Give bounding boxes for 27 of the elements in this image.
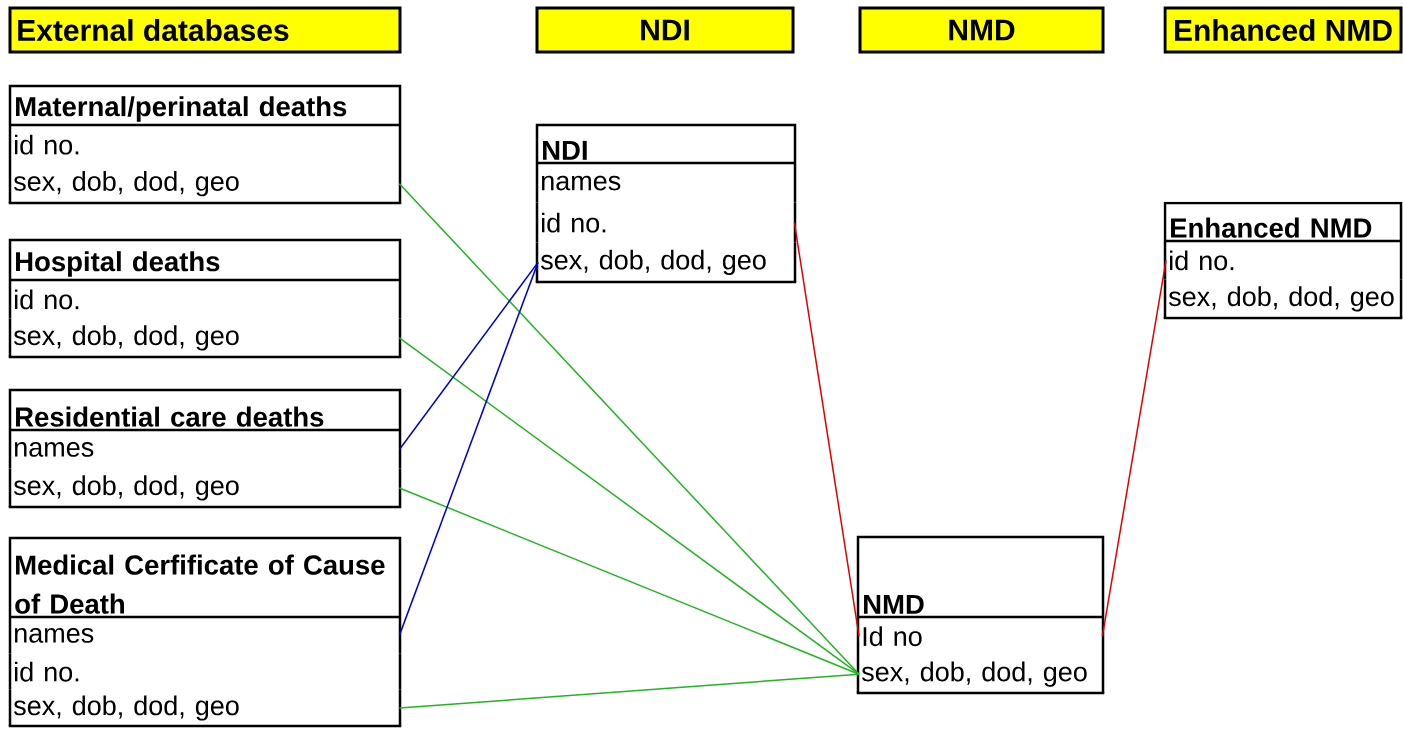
table-row: sex, dob, dod, geo [8, 689, 402, 726]
table-row: sex, dob, dod, geo [1163, 279, 1403, 318]
connector-line [398, 337, 860, 675]
table-row: id no. [8, 653, 402, 690]
connector-line [398, 261, 539, 451]
table-row: names [8, 617, 402, 654]
table-row: names [8, 430, 402, 469]
connector-line [398, 673, 860, 709]
table-row: id no. [8, 125, 402, 164]
table-row: sex, dob, dod, geo [8, 164, 402, 203]
table-row: id no. [535, 202, 797, 243]
section-header: NDI [535, 6, 795, 54]
connector-line [1101, 259, 1167, 637]
table-row: sex, dob, dod, geo [8, 318, 402, 357]
table-row: sex, dob, dod, geo [856, 655, 1105, 693]
section-header: External databases [8, 6, 402, 54]
connector-line [398, 261, 539, 637]
connector-line [398, 487, 860, 675]
table-row: id no. [8, 280, 402, 319]
table-row: names [535, 163, 797, 203]
table-row: sex, dob, dod, geo [535, 242, 797, 282]
connector-line [793, 221, 860, 637]
table-row: Id no [856, 617, 1105, 655]
section-header: NMD [858, 6, 1105, 54]
table-row: id no. [1163, 241, 1403, 280]
section-header: Enhanced NMD [1163, 6, 1403, 54]
table-row: sex, dob, dod, geo [8, 468, 402, 507]
